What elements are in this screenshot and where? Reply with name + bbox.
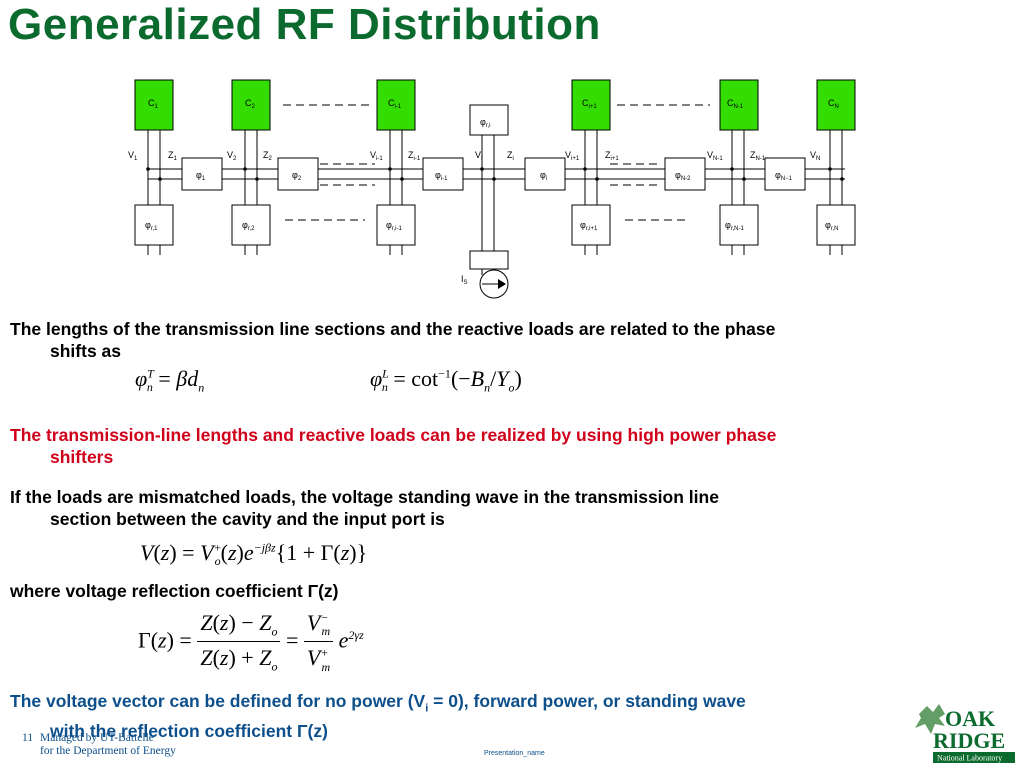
- logo-oak: OAK: [945, 706, 995, 731]
- svg-text:Vi: Vi: [475, 150, 482, 162]
- svg-text:V2: V2: [227, 150, 237, 162]
- svg-text:Vi-1: Vi-1: [370, 150, 383, 162]
- paragraph-reflection-coefficient: where voltage reflection coefficient Γ(z…: [10, 581, 339, 601]
- cavity-cn-1: CN-1 φr,N-1: [719, 79, 759, 255]
- line-phase-shifters: [181, 157, 806, 191]
- paragraph-phase-shift-relation: The lengths of the transmission line sec…: [10, 318, 775, 362]
- slide-title: Generalized RF Distribution: [8, 0, 601, 49]
- node-labels: V1 Z1 V2 Z2 Vi-1 Zi-1 Vi Zi Vi+1 Zi+1 VN…: [128, 150, 820, 162]
- svg-text:Z2: Z2: [263, 150, 273, 162]
- paragraph-phase-shifters: The transmission-line lengths and reacti…: [10, 424, 776, 468]
- center-feed: φr,i IS: [461, 104, 509, 299]
- cavity-c1: C1 φr,1: [134, 79, 174, 255]
- footer-line: for the Department of Energy: [40, 745, 176, 757]
- oak-ridge-logo: OAK RIDGE National Laboratory: [915, 704, 1015, 763]
- page-number: 11: [22, 732, 34, 744]
- paragraph-standing-wave: If the loads are mismatched loads, the v…: [10, 486, 719, 530]
- svg-text:C1: C1: [148, 98, 159, 110]
- subscript: i: [425, 702, 429, 715]
- paragraph-voltage-vector: The voltage vector can be defined for no…: [10, 690, 746, 742]
- svg-text:C2: C2: [245, 98, 256, 110]
- svg-text:Vi+1: Vi+1: [565, 150, 580, 162]
- svg-text:φi: φi: [540, 170, 547, 182]
- svg-text:φ1: φ1: [196, 170, 206, 182]
- cavity-cn: CN φr,N: [816, 79, 856, 255]
- dashed-continuation: [283, 104, 710, 221]
- svg-text:Zi: Zi: [507, 150, 514, 162]
- svg-text:VN: VN: [810, 150, 820, 162]
- equation-voltage: V(z) = V+o(z)e−jβz{1 + Γ(z)}: [140, 540, 368, 569]
- rf-distribution-diagram: C1 φr,1 C2 φr,2 Ci-1 φr,i-1 Ci+1: [128, 79, 856, 299]
- svg-text:Zi+1: Zi+1: [605, 150, 619, 162]
- paragraph-line: with the reflection coefficient Γ(z): [50, 720, 328, 741]
- footer: 11 Managed by UT-Battelle for the Depart…: [22, 732, 176, 758]
- svg-text:φ2: φ2: [292, 170, 302, 182]
- svg-text:VN-1: VN-1: [707, 150, 723, 162]
- equation-phase-transmission: φTn = βdn: [135, 366, 205, 395]
- footer-line: Managed by UT-Battelle: [40, 732, 154, 744]
- paragraph-line: The voltage vector can be defined for no…: [10, 691, 426, 711]
- cavity-ci+1: Ci+1 φr,i+1: [571, 79, 611, 255]
- current-source-label: IS: [461, 274, 468, 286]
- svg-text:V1: V1: [128, 150, 138, 162]
- svg-text:CN: CN: [828, 98, 839, 110]
- paragraph-line: The lengths of the transmission line sec…: [10, 319, 776, 339]
- svg-text:ZN-1: ZN-1: [750, 150, 766, 162]
- paragraph-line: = 0), forward power, or standing wave: [428, 691, 746, 711]
- paragraph-line: section between the cavity and the input…: [50, 509, 445, 529]
- presentation-name: Presentation_name: [484, 750, 545, 757]
- paragraph-line: The transmission-line lengths and reacti…: [10, 425, 777, 445]
- equation-phase-load: φLn = cot−1(−Bn/Yo): [370, 366, 522, 395]
- paragraph-line: shifters: [50, 447, 114, 467]
- svg-text:Z1: Z1: [168, 150, 178, 162]
- svg-text:φr,i: φr,i: [480, 117, 491, 129]
- paragraph-line: shifts as: [50, 341, 121, 361]
- logo-ridge: RIDGE: [933, 728, 1005, 753]
- paragraph-line: If the loads are mismatched loads, the v…: [10, 487, 719, 507]
- logo-national-laboratory: National Laboratory: [937, 754, 1002, 763]
- cavity-ci-1: Ci-1 φr,i-1: [376, 79, 416, 255]
- svg-text:Zi-1: Zi-1: [408, 150, 421, 162]
- cavity-c2: C2 φr,2: [231, 79, 271, 255]
